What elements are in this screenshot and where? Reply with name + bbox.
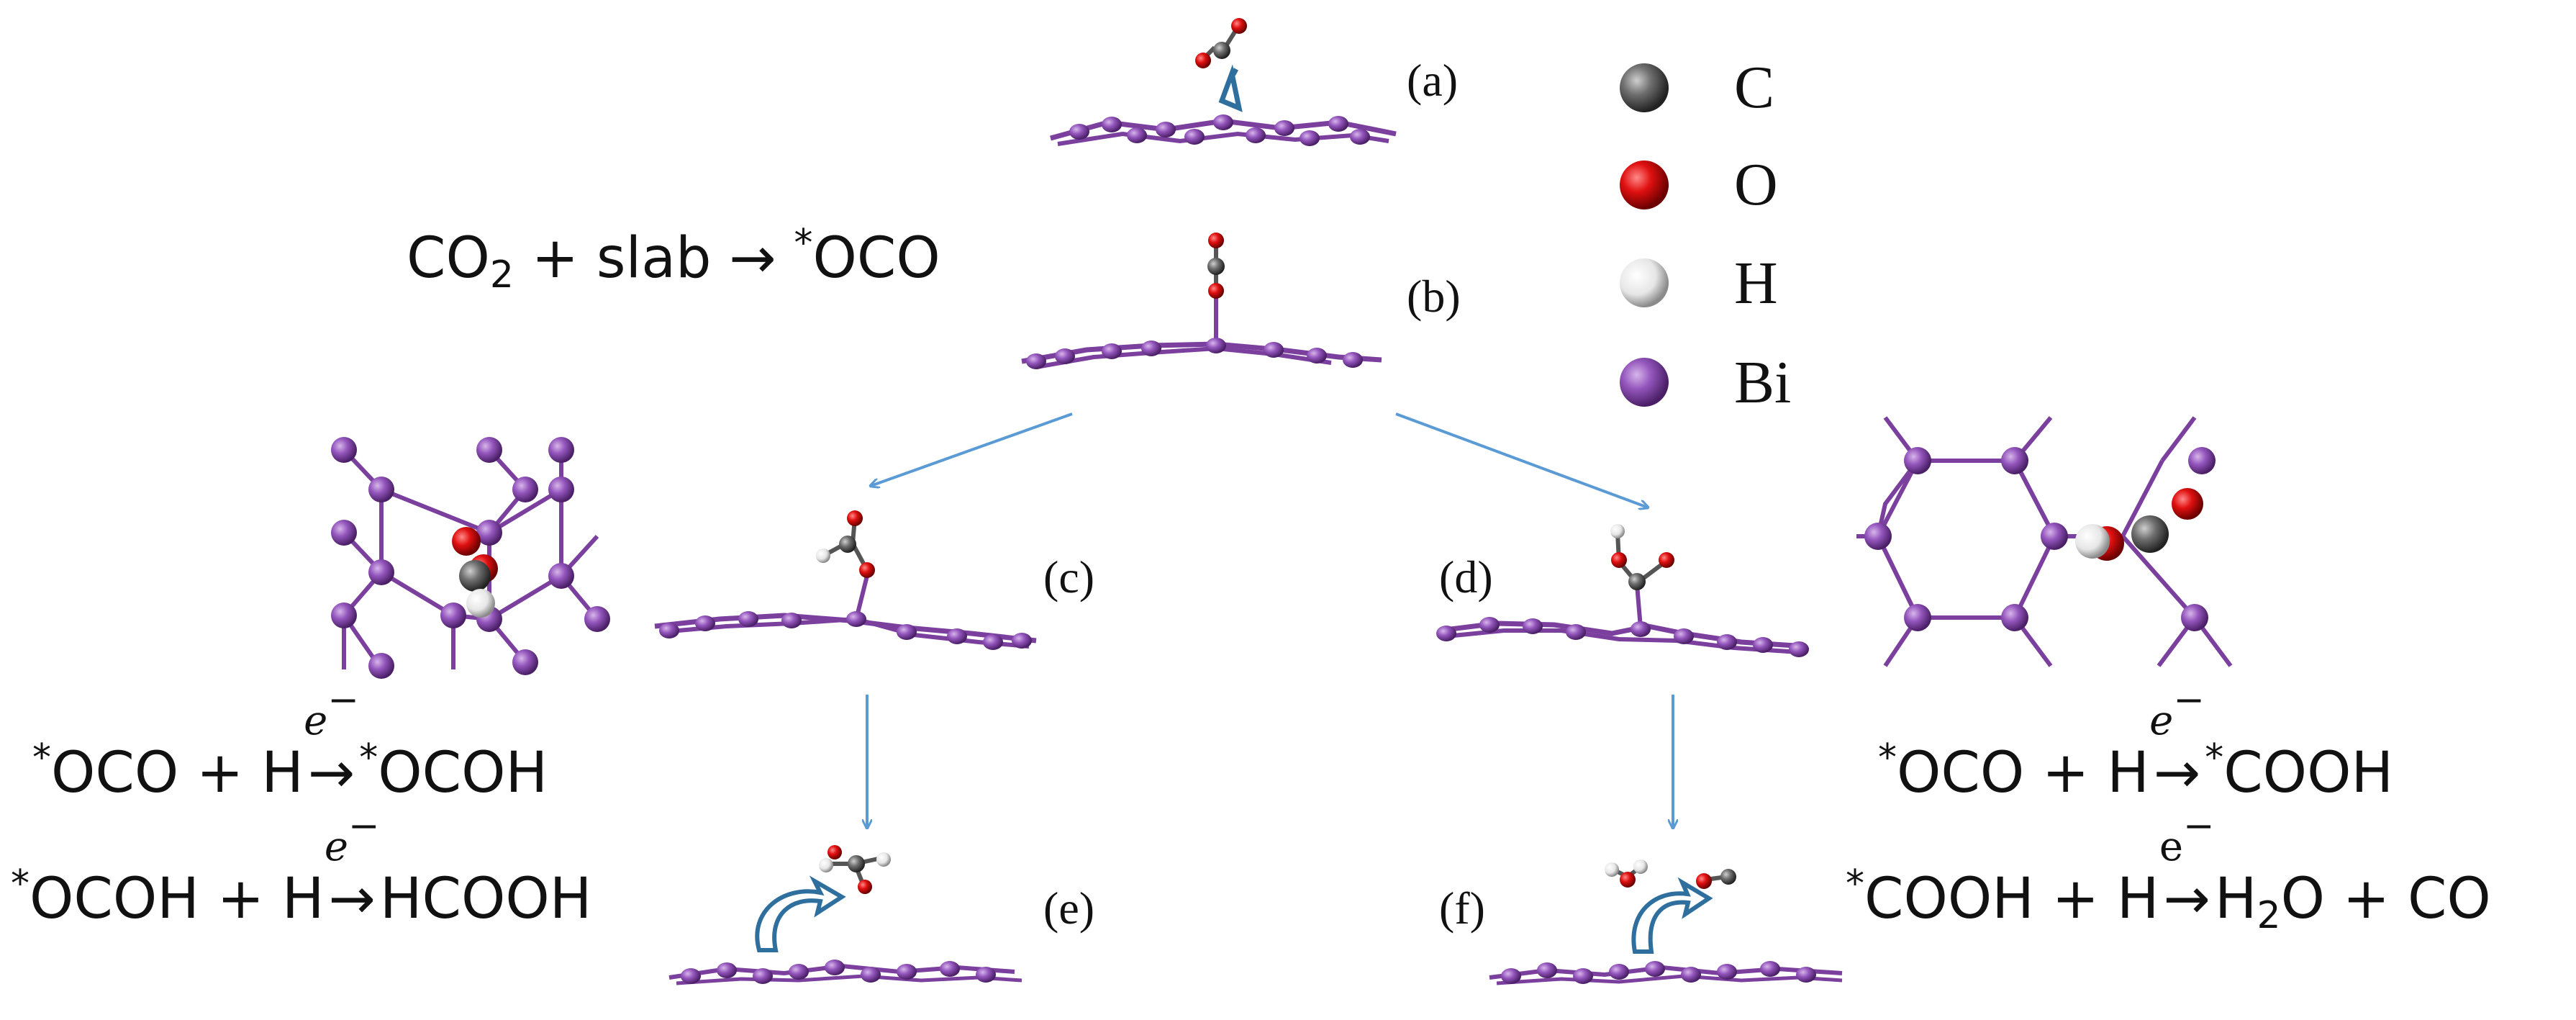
slab-d [1436, 524, 1809, 657]
top-view-left-atoms [331, 437, 610, 679]
slab-b [1021, 233, 1382, 369]
legend-label-o: O [1734, 151, 1778, 218]
reaction-arrows [867, 412, 1673, 828]
legend-bi-sphere [1620, 358, 1669, 407]
legend-label-h: H [1734, 250, 1778, 317]
top-view-right-adsorbate [2075, 488, 2203, 561]
panel-label-d: (d) [1439, 551, 1493, 602]
legend-spheres [1620, 63, 1669, 407]
slab-c [654, 510, 1037, 650]
top-view-left-adsorbate [452, 527, 498, 618]
legend-h-sphere [1620, 258, 1669, 307]
equation-adsorption: CO2 + slab → *OCO [407, 222, 940, 297]
legend-label-bi: Bi [1734, 349, 1792, 416]
slab-a [1050, 18, 1397, 146]
top-view-right-atoms [1864, 447, 2216, 631]
panel-label-e: (e) [1043, 883, 1095, 934]
legend-c-sphere [1620, 63, 1669, 112]
slab-f [1489, 859, 1843, 985]
panel-label-f: (f) [1439, 883, 1485, 934]
panel-label-b: (b) [1407, 271, 1461, 322]
panel-label-c: (c) [1043, 551, 1095, 602]
legend-o-sphere [1620, 161, 1669, 209]
panel-label-a: (a) [1407, 55, 1459, 106]
slab-e [668, 845, 1022, 985]
legend-label-c: C [1734, 54, 1775, 121]
